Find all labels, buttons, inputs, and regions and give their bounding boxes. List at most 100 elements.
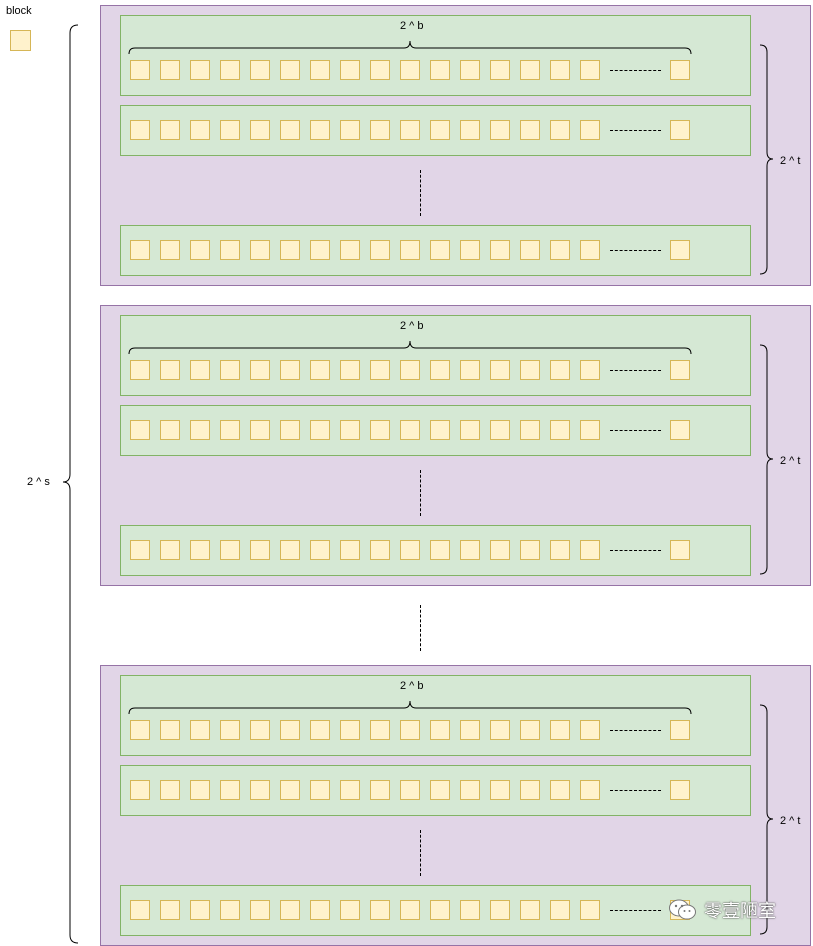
block (370, 420, 390, 440)
wechat-icon (669, 899, 696, 920)
block (490, 540, 510, 560)
lines-per-set-label: 2 ^ t (780, 455, 801, 467)
block (340, 780, 360, 800)
block (460, 780, 480, 800)
block (160, 900, 180, 920)
blocks-brace (128, 40, 692, 55)
blocks-brace (128, 340, 692, 355)
block (220, 720, 240, 740)
block (280, 540, 300, 560)
watermark: 零壹陋室 (668, 897, 776, 923)
block (490, 780, 510, 800)
block (370, 360, 390, 380)
block (400, 240, 420, 260)
block (280, 240, 300, 260)
sets-label: 2 ^ s (27, 476, 50, 488)
block (190, 420, 210, 440)
cache-line (120, 675, 751, 756)
block (250, 720, 270, 740)
block (430, 360, 450, 380)
block (280, 360, 300, 380)
blocks-per-line-label: 2 ^ b (400, 320, 424, 332)
block (520, 720, 540, 740)
block-last (670, 420, 690, 440)
block (190, 780, 210, 800)
cache-line (120, 315, 751, 396)
block (520, 120, 540, 140)
block (460, 900, 480, 920)
block (250, 420, 270, 440)
lines-ellipsis (420, 170, 421, 216)
block (370, 900, 390, 920)
block-last (670, 780, 690, 800)
lines-ellipsis (420, 470, 421, 516)
block (580, 240, 600, 260)
block (430, 60, 450, 80)
block (310, 900, 330, 920)
block (430, 720, 450, 740)
block (220, 420, 240, 440)
block (370, 540, 390, 560)
block (400, 420, 420, 440)
block (250, 60, 270, 80)
block-last (670, 120, 690, 140)
lines-brace (759, 704, 774, 935)
block (250, 900, 270, 920)
block (160, 60, 180, 80)
block (370, 60, 390, 80)
block (580, 720, 600, 740)
blocks-brace (128, 700, 692, 715)
block (160, 720, 180, 740)
block (370, 120, 390, 140)
block (490, 240, 510, 260)
blocks-ellipsis (610, 550, 661, 551)
sets-ellipsis (420, 605, 421, 651)
block (400, 120, 420, 140)
block (220, 900, 240, 920)
block (550, 240, 570, 260)
block (160, 120, 180, 140)
block (490, 360, 510, 380)
block (280, 720, 300, 740)
block (310, 60, 330, 80)
block-last (670, 720, 690, 740)
block (280, 900, 300, 920)
block-last (670, 360, 690, 380)
block (400, 360, 420, 380)
blocks-ellipsis (610, 250, 661, 251)
block (340, 420, 360, 440)
block (340, 360, 360, 380)
legend-block (10, 30, 31, 51)
block (430, 780, 450, 800)
block (130, 720, 150, 740)
block (190, 240, 210, 260)
block (550, 540, 570, 560)
legend-label: block (6, 5, 32, 17)
blocks-ellipsis (610, 910, 661, 911)
block (460, 540, 480, 560)
block (130, 360, 150, 380)
block (490, 900, 510, 920)
block (220, 780, 240, 800)
block (220, 120, 240, 140)
block (220, 240, 240, 260)
cache-line (120, 15, 751, 96)
block (550, 720, 570, 740)
block (520, 900, 540, 920)
block (340, 720, 360, 740)
block (340, 120, 360, 140)
block (370, 240, 390, 260)
block (460, 120, 480, 140)
block (340, 900, 360, 920)
block (520, 60, 540, 80)
block (580, 900, 600, 920)
block (340, 60, 360, 80)
block (190, 900, 210, 920)
block (130, 540, 150, 560)
block (280, 420, 300, 440)
block (490, 60, 510, 80)
block-last (670, 540, 690, 560)
block (430, 120, 450, 140)
block (220, 540, 240, 560)
